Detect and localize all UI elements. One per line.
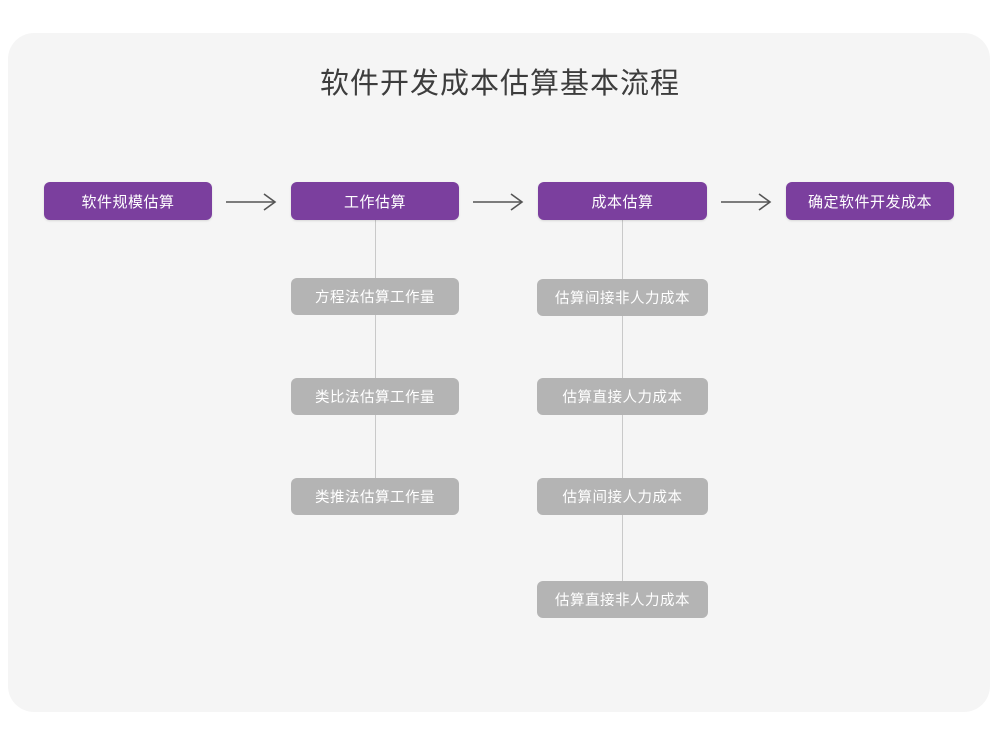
node-software-scale-estimation[interactable]: 软件规模估算 [44,182,212,220]
node-cost-estimation[interactable]: 成本估算 [538,182,707,220]
arrow-effort-to-cost [471,190,529,214]
node-effort-estimation[interactable]: 工作估算 [291,182,459,220]
branch-line-effort [375,220,376,498]
node-determine-development-cost[interactable]: 确定软件开发成本 [786,182,954,220]
node-equation-method-effort[interactable]: 方程法估算工作量 [291,278,459,315]
node-deduction-method-effort[interactable]: 类推法估算工作量 [291,478,459,515]
node-indirect-labor-cost[interactable]: 估算间接人力成本 [537,478,708,515]
node-direct-nonlabor-cost[interactable]: 估算直接非人力成本 [537,581,708,618]
node-indirect-nonlabor-cost[interactable]: 估算间接非人力成本 [537,279,708,316]
diagram-card [8,33,990,712]
arrow-cost-to-final [719,190,777,214]
node-analogy-method-effort[interactable]: 类比法估算工作量 [291,378,459,415]
node-direct-labor-cost[interactable]: 估算直接人力成本 [537,378,708,415]
arrow-scale-to-effort [224,190,282,214]
page-title: 软件开发成本估算基本流程 [319,68,680,100]
